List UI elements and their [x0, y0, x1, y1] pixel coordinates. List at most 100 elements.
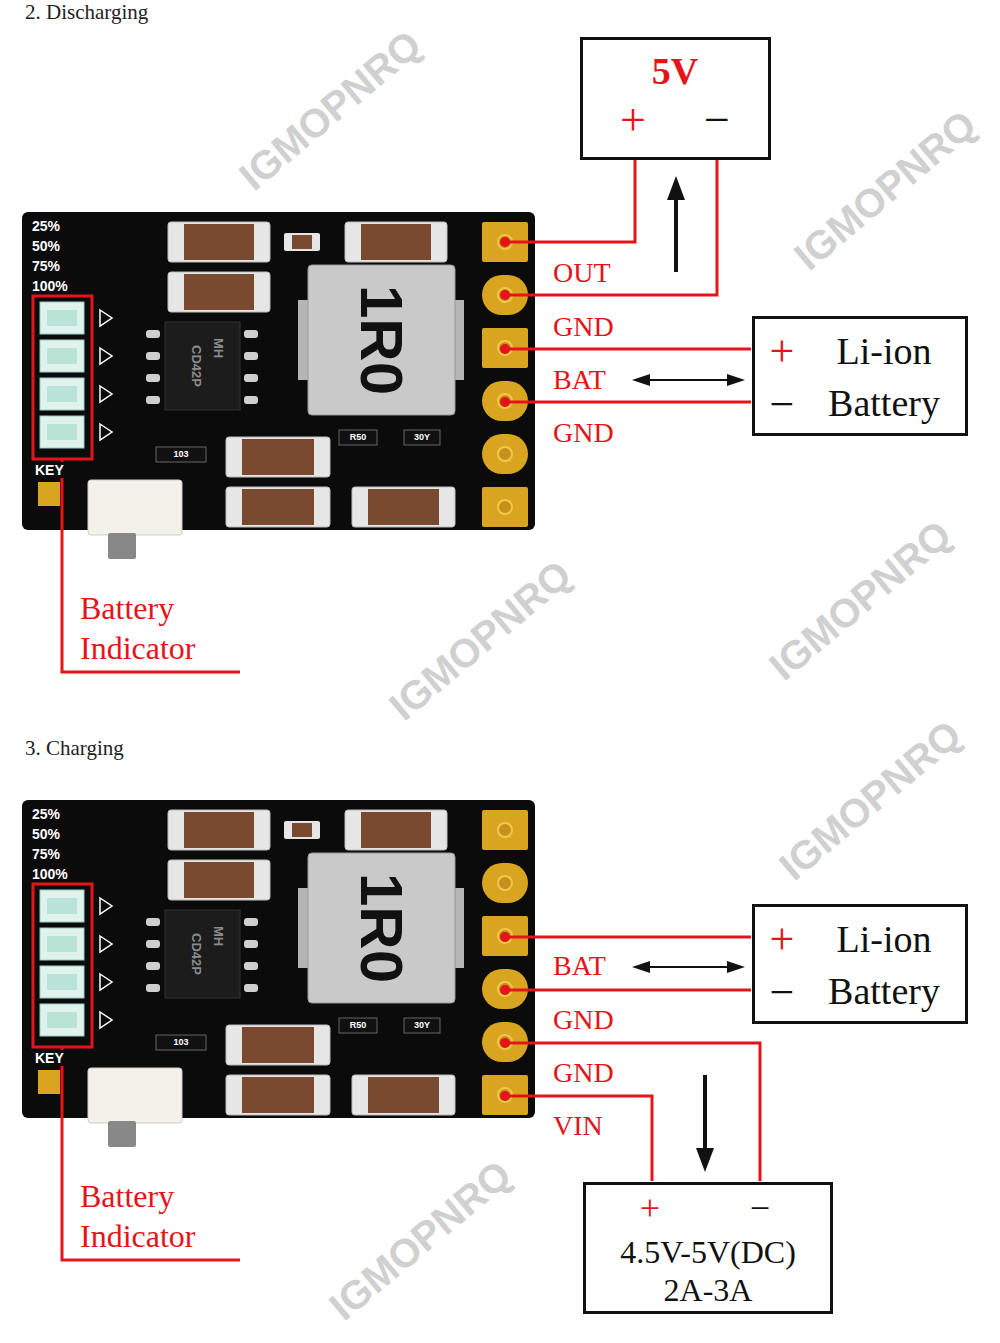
watermark: IGMOPNRQ: [760, 511, 960, 689]
pcb-board: [22, 212, 535, 559]
led: [40, 416, 84, 448]
pin-label: GND: [551, 311, 616, 343]
inductor-marking: 1R0: [347, 285, 416, 395]
box-text: −: [770, 380, 795, 431]
wire-dot: [500, 290, 510, 300]
led-lens: [47, 386, 77, 402]
wire: [505, 160, 635, 242]
led-marker: [100, 348, 112, 364]
flow-arrow: [703, 1075, 707, 1150]
wire-dot: [500, 1038, 510, 1048]
small-capacitor-body: [292, 235, 312, 249]
wire: [505, 401, 751, 404]
inductor-body: [308, 265, 455, 415]
led: [40, 340, 84, 372]
wire: [505, 1096, 652, 1181]
capacitor-terminal: [352, 487, 455, 527]
led-lens: [47, 348, 77, 364]
pad-hole: [498, 500, 512, 514]
capacitor-terminal: [352, 1075, 455, 1115]
pin-label: GND: [551, 417, 616, 449]
watermark: IGMOPNRQ: [770, 711, 970, 889]
section-heading: 3. Charging: [25, 736, 124, 760]
key-pad: [38, 1070, 60, 1094]
inductor-body: [308, 853, 455, 1003]
charge-level-label: 50%: [30, 238, 62, 254]
wire-dot: [500, 985, 510, 995]
chip-pin: [146, 330, 160, 338]
led-marker: [100, 424, 112, 440]
watermark: IGMOPNRQ: [230, 21, 430, 199]
led-lens: [47, 310, 77, 326]
led-lens: [47, 1012, 77, 1028]
small-capacitor: [284, 233, 320, 251]
pad-hole: [498, 447, 512, 461]
box-text: +: [640, 1188, 660, 1229]
led-lens: [47, 974, 77, 990]
wire-dot: [500, 237, 510, 247]
box-text: +: [770, 327, 795, 378]
solder-pad: [482, 863, 528, 903]
resistor-marking: R50: [348, 432, 369, 442]
led-marker: [100, 386, 112, 402]
box-text: +: [620, 94, 646, 147]
watermark: IGMOPNRQ: [380, 551, 580, 729]
box-text: Li-ion Battery: [805, 913, 963, 1017]
switch-body: [88, 480, 182, 535]
led: [40, 890, 84, 922]
solder-pad: [482, 487, 528, 527]
chip-pin: [244, 330, 258, 338]
box-text: 4.5V-5V(DC) 2A-3A: [603, 1233, 813, 1309]
capacitor-body: [242, 439, 314, 475]
chip-marking: MH: [211, 924, 226, 948]
capacitor-body: [184, 812, 254, 848]
key-label: KEY: [33, 462, 66, 478]
capacitor-terminal: [168, 810, 270, 850]
led-lens: [47, 936, 77, 952]
chip-pin: [244, 352, 258, 360]
box-text: −: [704, 94, 730, 147]
charge-level-label: 100%: [30, 866, 70, 882]
key-label: KEY: [33, 1050, 66, 1066]
callout-label: Battery Indicator: [80, 1176, 255, 1256]
pad-hole: [498, 288, 512, 302]
resistor: [156, 1035, 206, 1050]
chip-pin: [146, 352, 160, 360]
capacitor-body: [184, 274, 254, 310]
solder-pad: [482, 810, 528, 850]
section-heading: 2. Discharging: [25, 0, 148, 24]
resistor-marking: R50: [348, 1020, 369, 1030]
double-arrow: [645, 379, 733, 381]
pin-label: VIN: [551, 1110, 605, 1142]
charge-level-label: 75%: [30, 258, 62, 274]
wire: [505, 989, 751, 992]
led: [40, 928, 84, 960]
capacitor-body: [242, 489, 314, 525]
pad-hole: [498, 235, 512, 249]
chip-pin: [244, 984, 258, 992]
wire-dot: [500, 1091, 510, 1101]
chip-pin: [146, 374, 160, 382]
led: [40, 378, 84, 410]
pad-hole: [498, 876, 512, 890]
wire: [505, 348, 751, 351]
resistor-marking: 30Y: [412, 1020, 432, 1030]
chip-pin: [146, 962, 160, 970]
flow-arrow: [674, 195, 678, 272]
pin-label: GND: [551, 1057, 616, 1089]
capacitor-body: [242, 1027, 314, 1063]
small-capacitor-body: [292, 823, 312, 837]
chip-pin: [244, 918, 258, 926]
double-arrow: [645, 966, 733, 968]
capacitor-body: [242, 1077, 314, 1113]
indicator-frame: [33, 296, 92, 459]
box-text: −: [770, 968, 795, 1019]
box-text: Li-ion Battery: [805, 325, 963, 429]
capacitor-terminal: [168, 860, 270, 900]
chip-pin: [146, 984, 160, 992]
led-marker: [100, 1012, 112, 1028]
capacitor-terminal: [226, 1075, 330, 1115]
pad-hole: [498, 823, 512, 837]
chip-marking: CD42P: [189, 931, 204, 977]
